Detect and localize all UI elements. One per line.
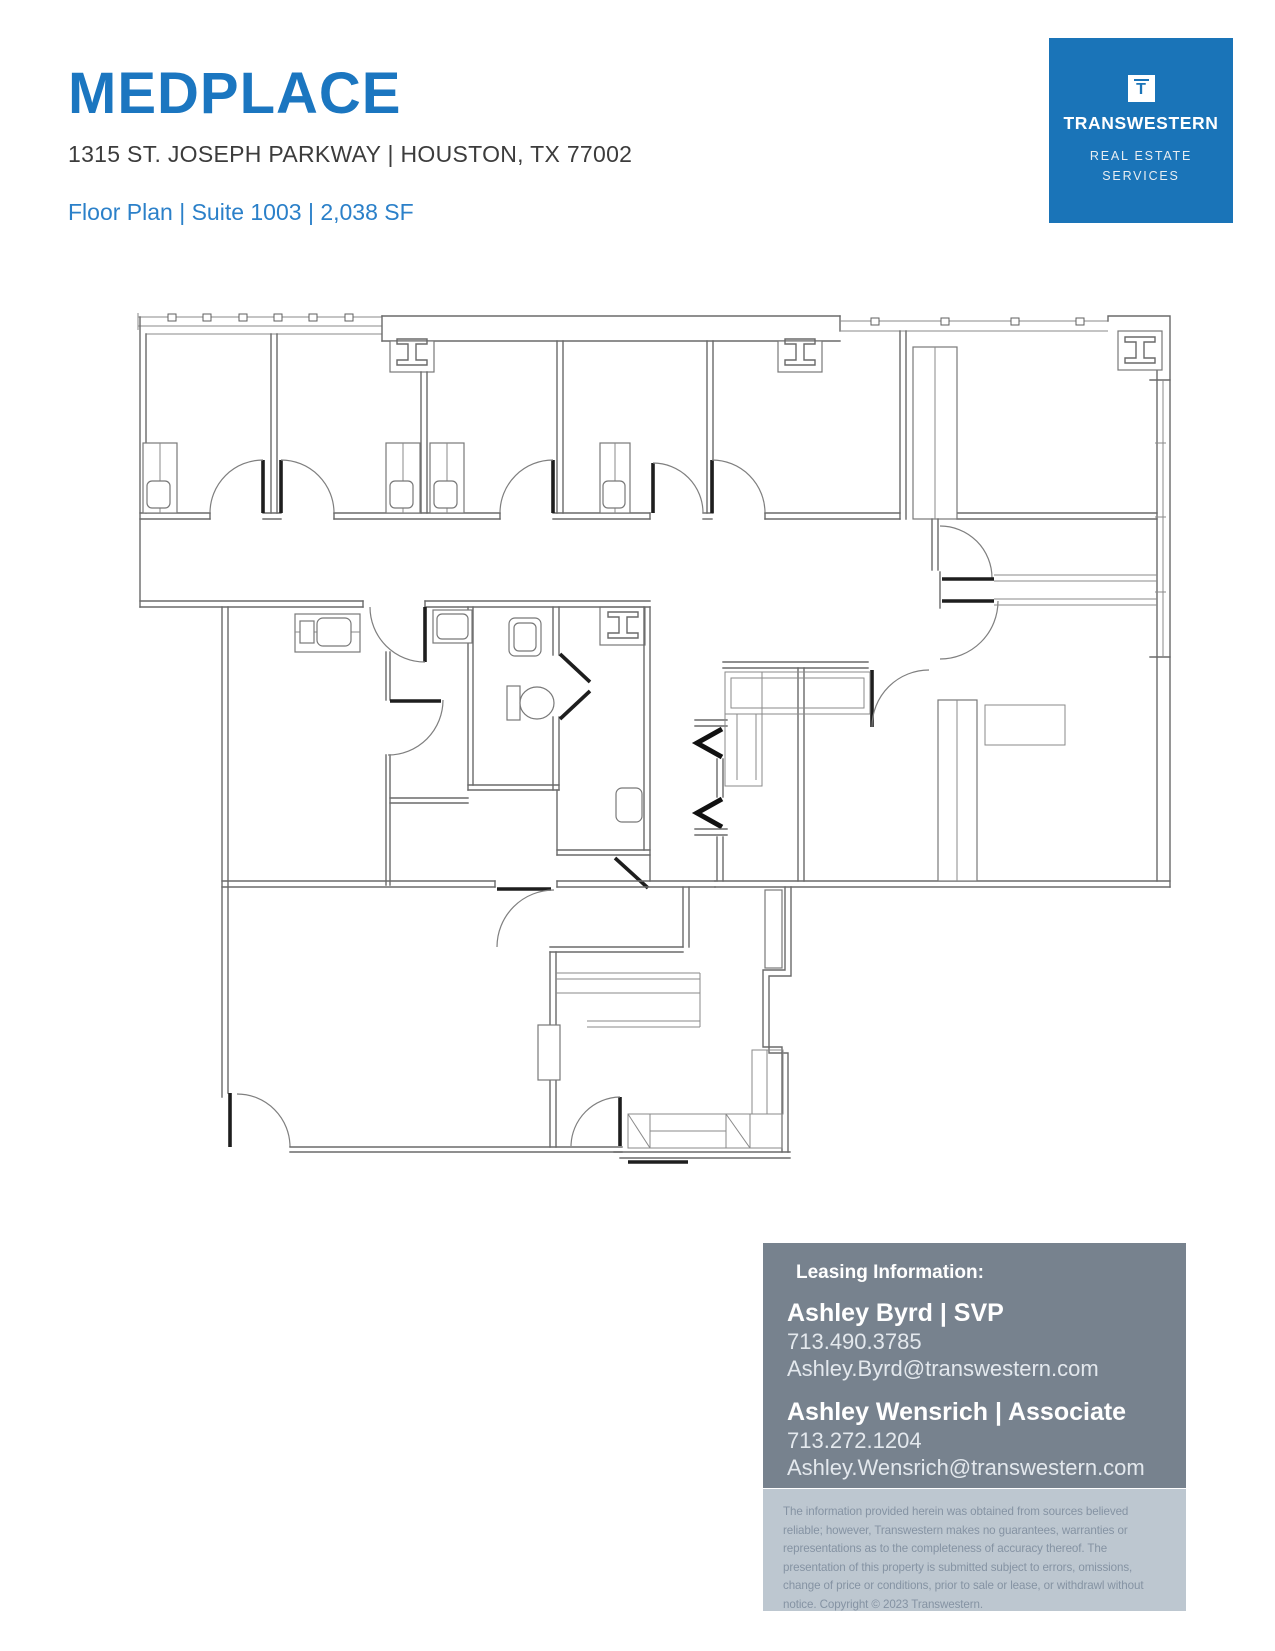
window-mullion-ticks <box>167 313 354 322</box>
restroom <box>506 617 592 721</box>
reception-casework <box>627 1049 784 1149</box>
disclaimer-text: The information provided herein was obta… <box>763 1489 1186 1611</box>
exam-room-dividers <box>270 330 907 520</box>
leasing-info-panel: Leasing Information: Ashley Byrd | SVP 7… <box>763 1243 1186 1488</box>
corridor-end-doors <box>931 518 1157 660</box>
office-casework <box>294 609 473 653</box>
contact-name: Ashley Byrd | SVP <box>787 1299 1004 1327</box>
contact-email: Ashley.Byrd@transwestern.com <box>787 1356 1099 1382</box>
exam-room-doors <box>209 459 766 514</box>
leasing-heading: Leasing Information: <box>796 1262 984 1283</box>
corridor-bottom-wall <box>139 600 651 608</box>
bifold-doors <box>691 719 728 882</box>
t-icon-bar <box>1133 78 1149 82</box>
leasing-contact: Ashley Wensrich | Associate 713.272.1204… <box>787 1397 1162 1482</box>
logo-tagline: REAL ESTATE SERVICES <box>1090 147 1192 186</box>
middle-left-block <box>221 606 651 1098</box>
bottom-walls <box>289 1146 791 1159</box>
contact-phone: 713.490.3785 <box>787 1329 922 1354</box>
transwestern-t-icon: T <box>1127 75 1155 103</box>
floorplan-subtitle: Floor Plan | Suite 1003 | 2,038 SF <box>68 198 414 225</box>
transwestern-logo: T TRANSWESTERN REAL ESTATE SERVICES <box>1049 38 1233 223</box>
logo-tagline-line2: SERVICES <box>1102 168 1180 183</box>
leasing-contact: Ashley Byrd | SVP 713.490.3785 Ashley.By… <box>787 1298 1162 1383</box>
t-icon-letter: T <box>1136 81 1146 99</box>
corridor-top-wall <box>139 512 1158 520</box>
pocket-door <box>537 1024 561 1081</box>
property-address: 1315 ST. JOSEPH PARKWAY | HOUSTON, TX 77… <box>68 140 633 167</box>
work-counter <box>556 972 701 1028</box>
closet-millwork <box>724 671 871 787</box>
logo-wordmark: TRANSWESTERN <box>1063 113 1219 134</box>
i-beam-columns <box>389 330 1163 646</box>
bottom-center-room <box>549 886 792 1153</box>
window-mullion-ticks-right <box>870 317 1085 326</box>
exam-room-casework <box>142 442 631 514</box>
contact-phone: 713.272.1204 <box>787 1427 922 1453</box>
header: MEDPLACE 1315 ST. JOSEPH PARKWAY | HOUST… <box>68 61 633 226</box>
page-title: MEDPLACE <box>68 61 402 126</box>
contact-name: Ashley Wensrich | Associate <box>787 1397 1127 1426</box>
contact-email: Ashley.Wensrich@transwestern.com <box>787 1454 1145 1480</box>
logo-tagline-line1: REAL ESTATE <box>1089 149 1193 164</box>
